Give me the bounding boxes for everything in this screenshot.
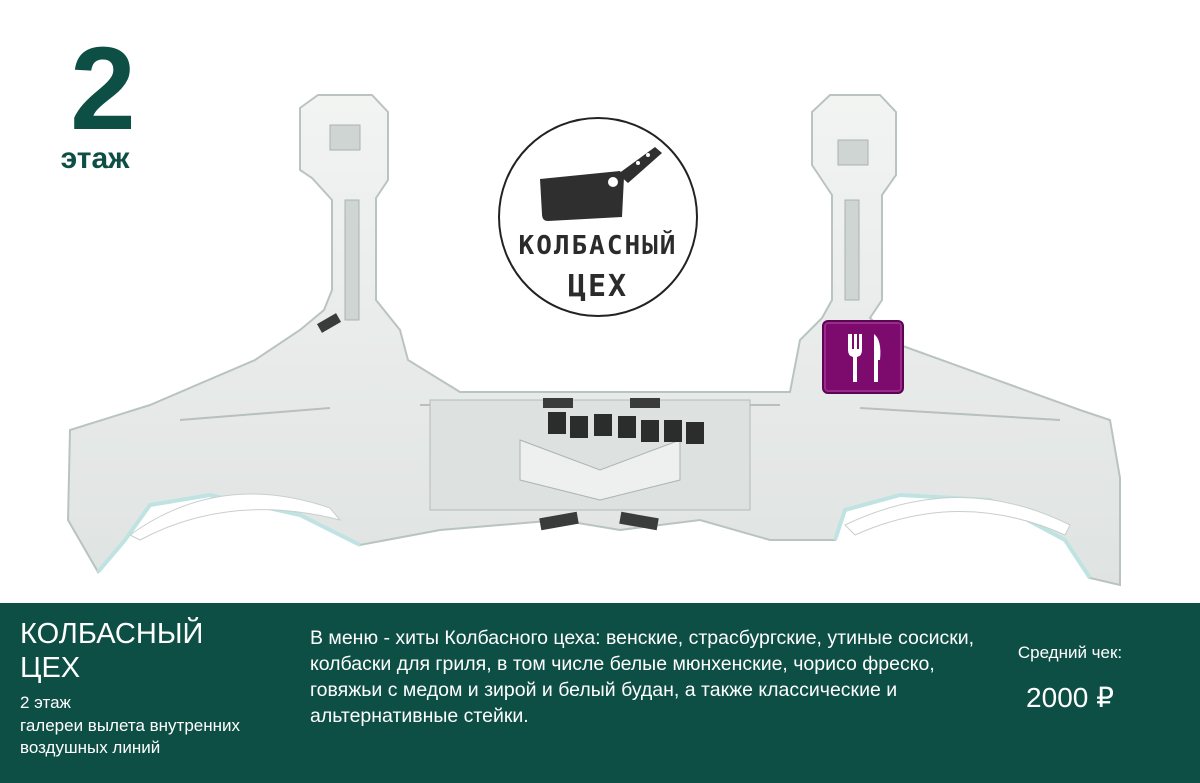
curved-apron-left xyxy=(129,493,342,541)
floor-label: этаж xyxy=(60,142,130,175)
logo-title-line1: КОЛБАСНЫЙ xyxy=(518,231,678,261)
restaurant-logo: КОЛБАСНЫЙ ЦЕХ xyxy=(498,117,698,317)
place-location: галереи вылета внутренних воздушных лини… xyxy=(20,716,241,757)
central-v-shape xyxy=(519,439,681,501)
terminal-outer-edge xyxy=(96,492,361,574)
pier-details xyxy=(329,124,869,321)
central-zone xyxy=(429,399,751,511)
checkin-units xyxy=(548,412,704,444)
cleaver-icon xyxy=(540,147,662,221)
terminal-floorplan xyxy=(66,94,1121,587)
curved-apron-right xyxy=(844,497,1071,536)
place-name: КОЛБАСНЫЙ ЦЕХ xyxy=(20,618,204,684)
place-floor: 2 этаж xyxy=(20,693,71,712)
restaurant-marker[interactable] xyxy=(822,320,904,394)
average-check-value: 2000 ₽ xyxy=(1026,682,1114,713)
fork-knife-icon xyxy=(848,334,881,382)
info-panel: КОЛБАСНЫЙ ЦЕХ 2 этаж галереи вылета внут… xyxy=(0,603,1200,783)
floor-number: 2 xyxy=(70,23,136,155)
floor-map: 2 этаж КОЛБАСНЫЙ ЦЕХ xyxy=(60,23,1121,587)
menu-description: В меню - хиты Колбасного цеха: венские, … xyxy=(310,627,975,727)
average-check-label: Средний чек: xyxy=(1017,643,1123,662)
logo-title-line2: ЦЕХ xyxy=(567,269,629,304)
escalators xyxy=(316,313,660,531)
